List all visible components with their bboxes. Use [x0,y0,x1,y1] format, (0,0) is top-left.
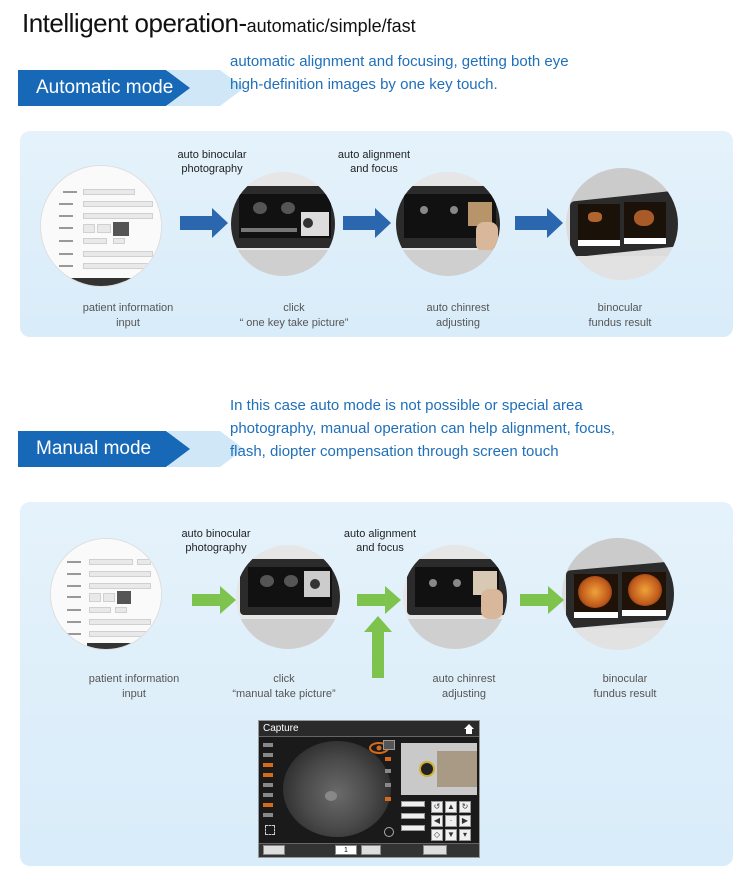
settings-icon[interactable] [384,827,394,837]
control-button-2[interactable] [401,813,425,819]
eye-camera-preview [401,743,477,795]
capture-side-toolbar [263,743,275,835]
focus-icon[interactable] [265,825,275,835]
automatic-mode-description: automatic alignment and focusing, gettin… [230,50,569,96]
arrow-right-button[interactable]: ▶ [459,815,471,827]
capture-screen: Capture ↺ ▲ ↻ ◀ · ▶ ◇ ▼ ▾ 1 [258,720,480,858]
eye-toggle-button[interactable] [383,740,395,750]
control-button-1[interactable] [401,801,425,807]
manual-arrow-2 [357,586,401,614]
auto-desc-line-2: high-definition images by one key touch. [230,76,498,93]
arrow-left-button[interactable]: ◀ [431,815,443,827]
auto-arrow-2 [343,208,391,238]
automatic-mode-tag: Automatic mode [18,70,228,106]
manual-arrow-3 [520,586,564,614]
page-number-field[interactable]: 1 [335,845,357,855]
page-title: Intelligent operation-automatic/simple/f… [22,8,416,39]
control-button-3[interactable] [401,825,425,831]
zoom-button[interactable]: ▾ [459,829,471,841]
automatic-mode-label: Automatic mode [36,77,174,98]
auto-arrow-1 [180,208,228,238]
manual-desc-line-2: photography, manual operation can help a… [230,420,615,437]
back-button[interactable] [263,845,285,855]
arrow-up-button[interactable]: ▲ [445,801,457,813]
auto-desc-line-1: automatic alignment and focusing, gettin… [230,53,569,70]
step-button[interactable]: ◇ [431,829,443,841]
rotate-right-button[interactable]: ↻ [459,801,471,813]
binocular-fundus-result-image [566,168,678,280]
auto-arrow-3 [515,208,563,238]
patient-information-form-image [40,165,162,287]
manual-patient-information-form-image [50,538,162,650]
device-one-key-screen-image [231,172,335,276]
manual-caption-click: click“manual take picture” [232,673,336,700]
capture-button[interactable] [423,845,447,855]
title-main: Intelligent operation- [22,8,247,38]
title-sub: automatic/simple/fast [246,16,416,36]
manual-arrow-up [364,616,392,678]
capture-title: Capture [263,723,299,734]
manual-desc-line-3: flash, diopter compensation through scre… [230,443,559,460]
manual-binocular-fundus-result-image [562,538,674,650]
manual-mode-label: Manual mode [36,438,152,459]
manual-mode-description: In this case auto mode is not possible o… [230,394,615,463]
device-manual-screen-image [236,545,340,649]
next-button[interactable] [361,845,381,855]
manual-mode-tag: Manual mode [18,431,228,467]
rotate-left-button[interactable]: ↺ [431,801,443,813]
manual-desc-line-1: In this case auto mode is not possible o… [230,397,583,414]
device-alignment-screen-image [396,172,500,276]
center-button[interactable]: · [445,815,457,827]
device-manual-alignment-image [403,545,507,649]
auto-caption-click: click“ one key take picture” [239,302,349,329]
arrow-down-button[interactable]: ▼ [445,829,457,841]
fundus-view [283,741,391,837]
home-icon[interactable] [463,723,475,735]
manual-arrow-1 [192,586,236,614]
